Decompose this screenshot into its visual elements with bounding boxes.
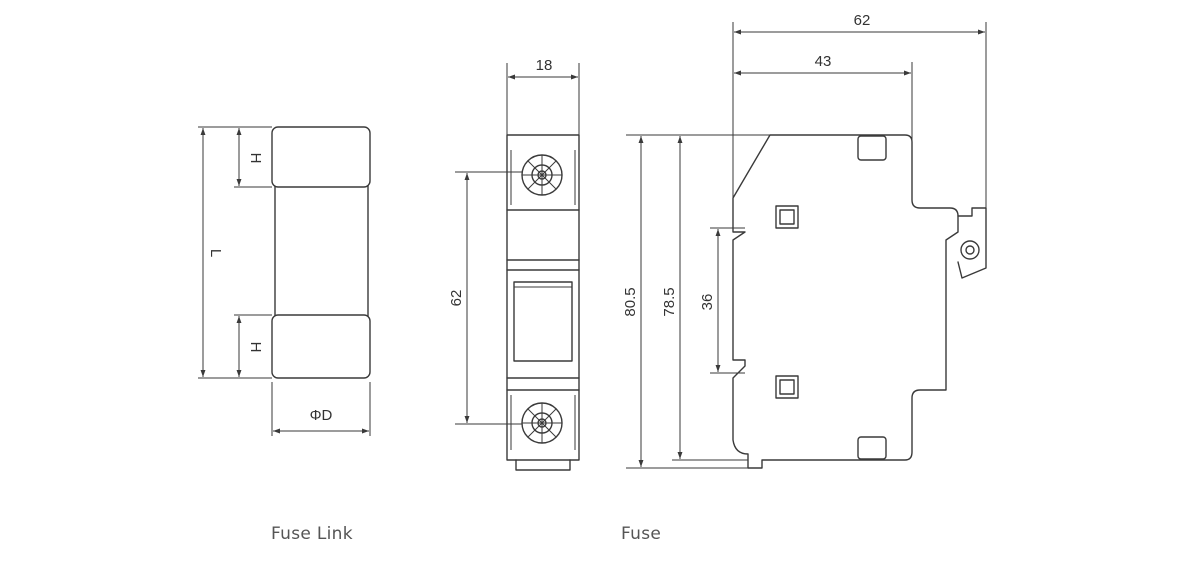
dim-label-width: 18 (536, 57, 553, 74)
dim-label-total-depth: 62 (854, 12, 871, 29)
dim-label-h-bottom: H (247, 342, 264, 353)
dim-label-diameter: ΦD (310, 407, 333, 424)
dim-label-terminal-spacing: 62 (448, 290, 465, 307)
side-view-body (732, 134, 959, 469)
caption-fuse-link: Fuse Link (271, 524, 353, 544)
dim-label-l: L (207, 249, 224, 257)
front-view-body (506, 134, 580, 461)
dim-label-h-top: H (247, 153, 264, 164)
dim-label-rail-width: 36 (699, 294, 716, 311)
fuse-link-bottom-cap (271, 314, 371, 379)
top-terminal-screw-icon (521, 154, 563, 196)
dim-label-body-depth: 43 (815, 53, 832, 70)
bottom-terminal-screw-icon (521, 402, 563, 444)
caption-fuse: Fuse (621, 524, 662, 544)
dim-label-body-height: 78.5 (661, 287, 678, 316)
fuse-side-view: 62 43 80.5 78.5 36 (622, 12, 987, 469)
dim-label-overall-height: 80.5 (622, 287, 639, 316)
fuse-link-drawing: H H L ΦD (198, 126, 371, 436)
fuse-link-body (274, 182, 369, 319)
fuse-link-top-cap (271, 126, 371, 188)
fuse-front-view: 18 62 (448, 57, 580, 471)
